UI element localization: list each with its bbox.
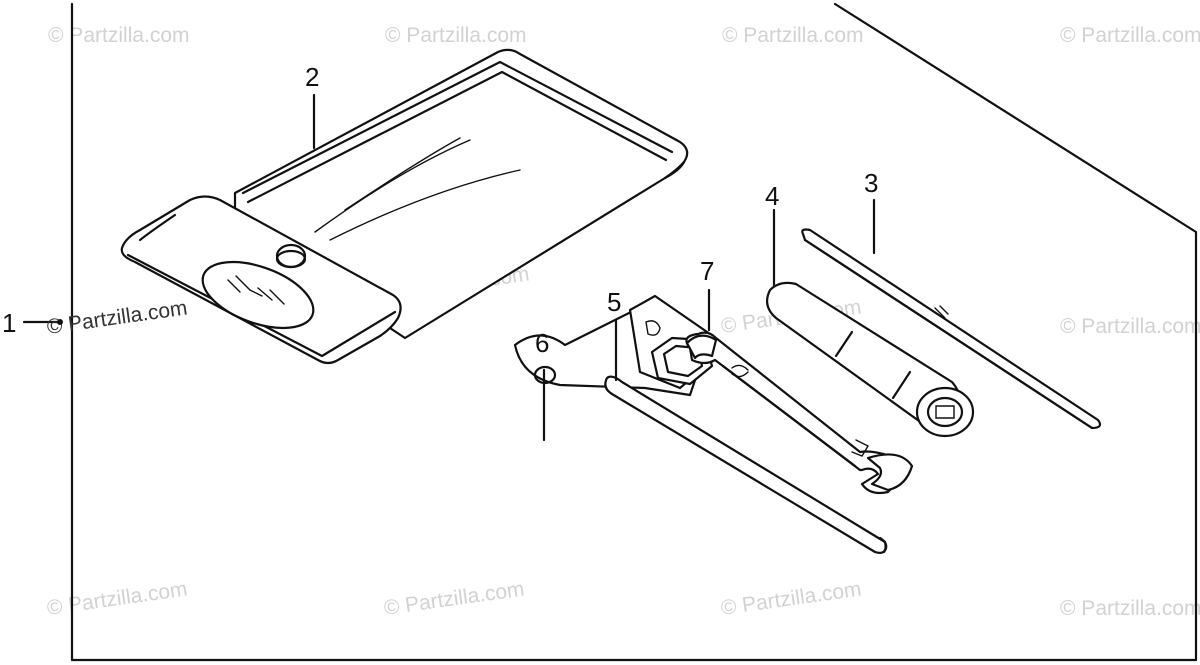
watermark: © Partzilla.com	[1060, 24, 1200, 47]
screwdriver-blade	[801, 228, 1102, 430]
open-end-wrench	[685, 331, 914, 495]
callout-4: 4	[765, 181, 779, 211]
watermark: © Partzilla.com	[722, 24, 864, 47]
screwdriver-handle	[765, 281, 975, 438]
leader-lines	[22, 93, 876, 442]
diagram-frame	[70, 2, 1198, 662]
callout-2: 2	[305, 62, 319, 92]
callout-1: 1	[2, 308, 16, 338]
callout-3: 3	[864, 168, 878, 198]
tool-bag	[120, 48, 689, 365]
logo-emblem	[201, 260, 315, 330]
callout-6: 6	[535, 328, 549, 358]
leader-arrow-dot	[57, 319, 63, 325]
spark-plug-wrench	[513, 294, 714, 397]
watermark: © Partzilla.com	[1060, 597, 1200, 620]
callout-7: 7	[700, 256, 714, 286]
watermark: © Partzilla.com	[45, 296, 188, 338]
callout-5: 5	[607, 287, 621, 317]
watermark: © Partzilla.com	[385, 24, 527, 47]
watermark: © Partzilla.com	[45, 577, 188, 619]
watermark: © Partzilla.com	[1060, 315, 1200, 338]
watermark: © Partzilla.com	[48, 24, 190, 47]
watermark: © Partzilla.com	[719, 577, 862, 619]
handle-rod	[604, 375, 888, 554]
watermark: © Partzilla.com	[382, 577, 525, 619]
